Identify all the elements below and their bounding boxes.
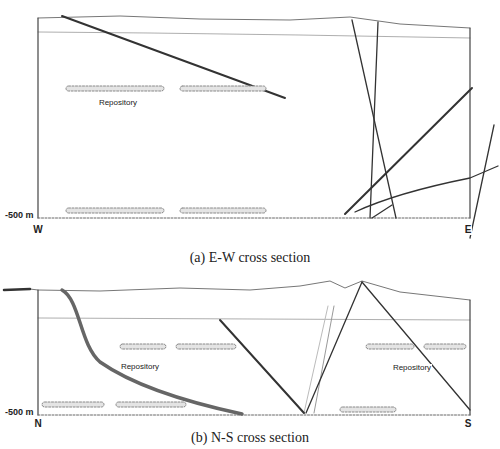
fault-line [362, 282, 470, 410]
fault-line [306, 282, 362, 413]
section-frame [38, 218, 470, 219]
section-frame [38, 415, 470, 416]
direction-label: W [32, 224, 43, 235]
repository-label: Repository [392, 364, 432, 373]
fault-line [220, 320, 304, 413]
section-frame [469, 300, 470, 415]
layer-boundary [38, 32, 470, 38]
layer-boundary [38, 318, 470, 320]
fault-zone [62, 290, 242, 414]
section-frame [37, 290, 38, 415]
direction-label: S [464, 418, 473, 429]
repository-rows [66, 86, 266, 213]
repository-label: Repository [98, 99, 138, 108]
section-frame [37, 18, 38, 218]
depth-label: -500 m [4, 211, 35, 221]
ground-surface [4, 281, 470, 300]
section-frame [469, 28, 470, 218]
repository-rows [42, 344, 466, 412]
fault-line [352, 20, 396, 218]
fault-line [372, 205, 392, 218]
ground-surface [38, 16, 470, 28]
repository-label: Repository [120, 363, 160, 372]
section-caption: (b) N-S cross section [190, 430, 310, 445]
fault-line [345, 88, 472, 214]
fault-line [62, 16, 285, 98]
direction-label: E [464, 224, 473, 235]
section-caption: (a) E-W cross section [189, 250, 312, 265]
depth-label: -500 m [4, 408, 35, 418]
fault-line [314, 306, 334, 413]
ground-surface [4, 289, 30, 290]
fault-line [470, 125, 494, 238]
direction-label: N [33, 418, 42, 429]
